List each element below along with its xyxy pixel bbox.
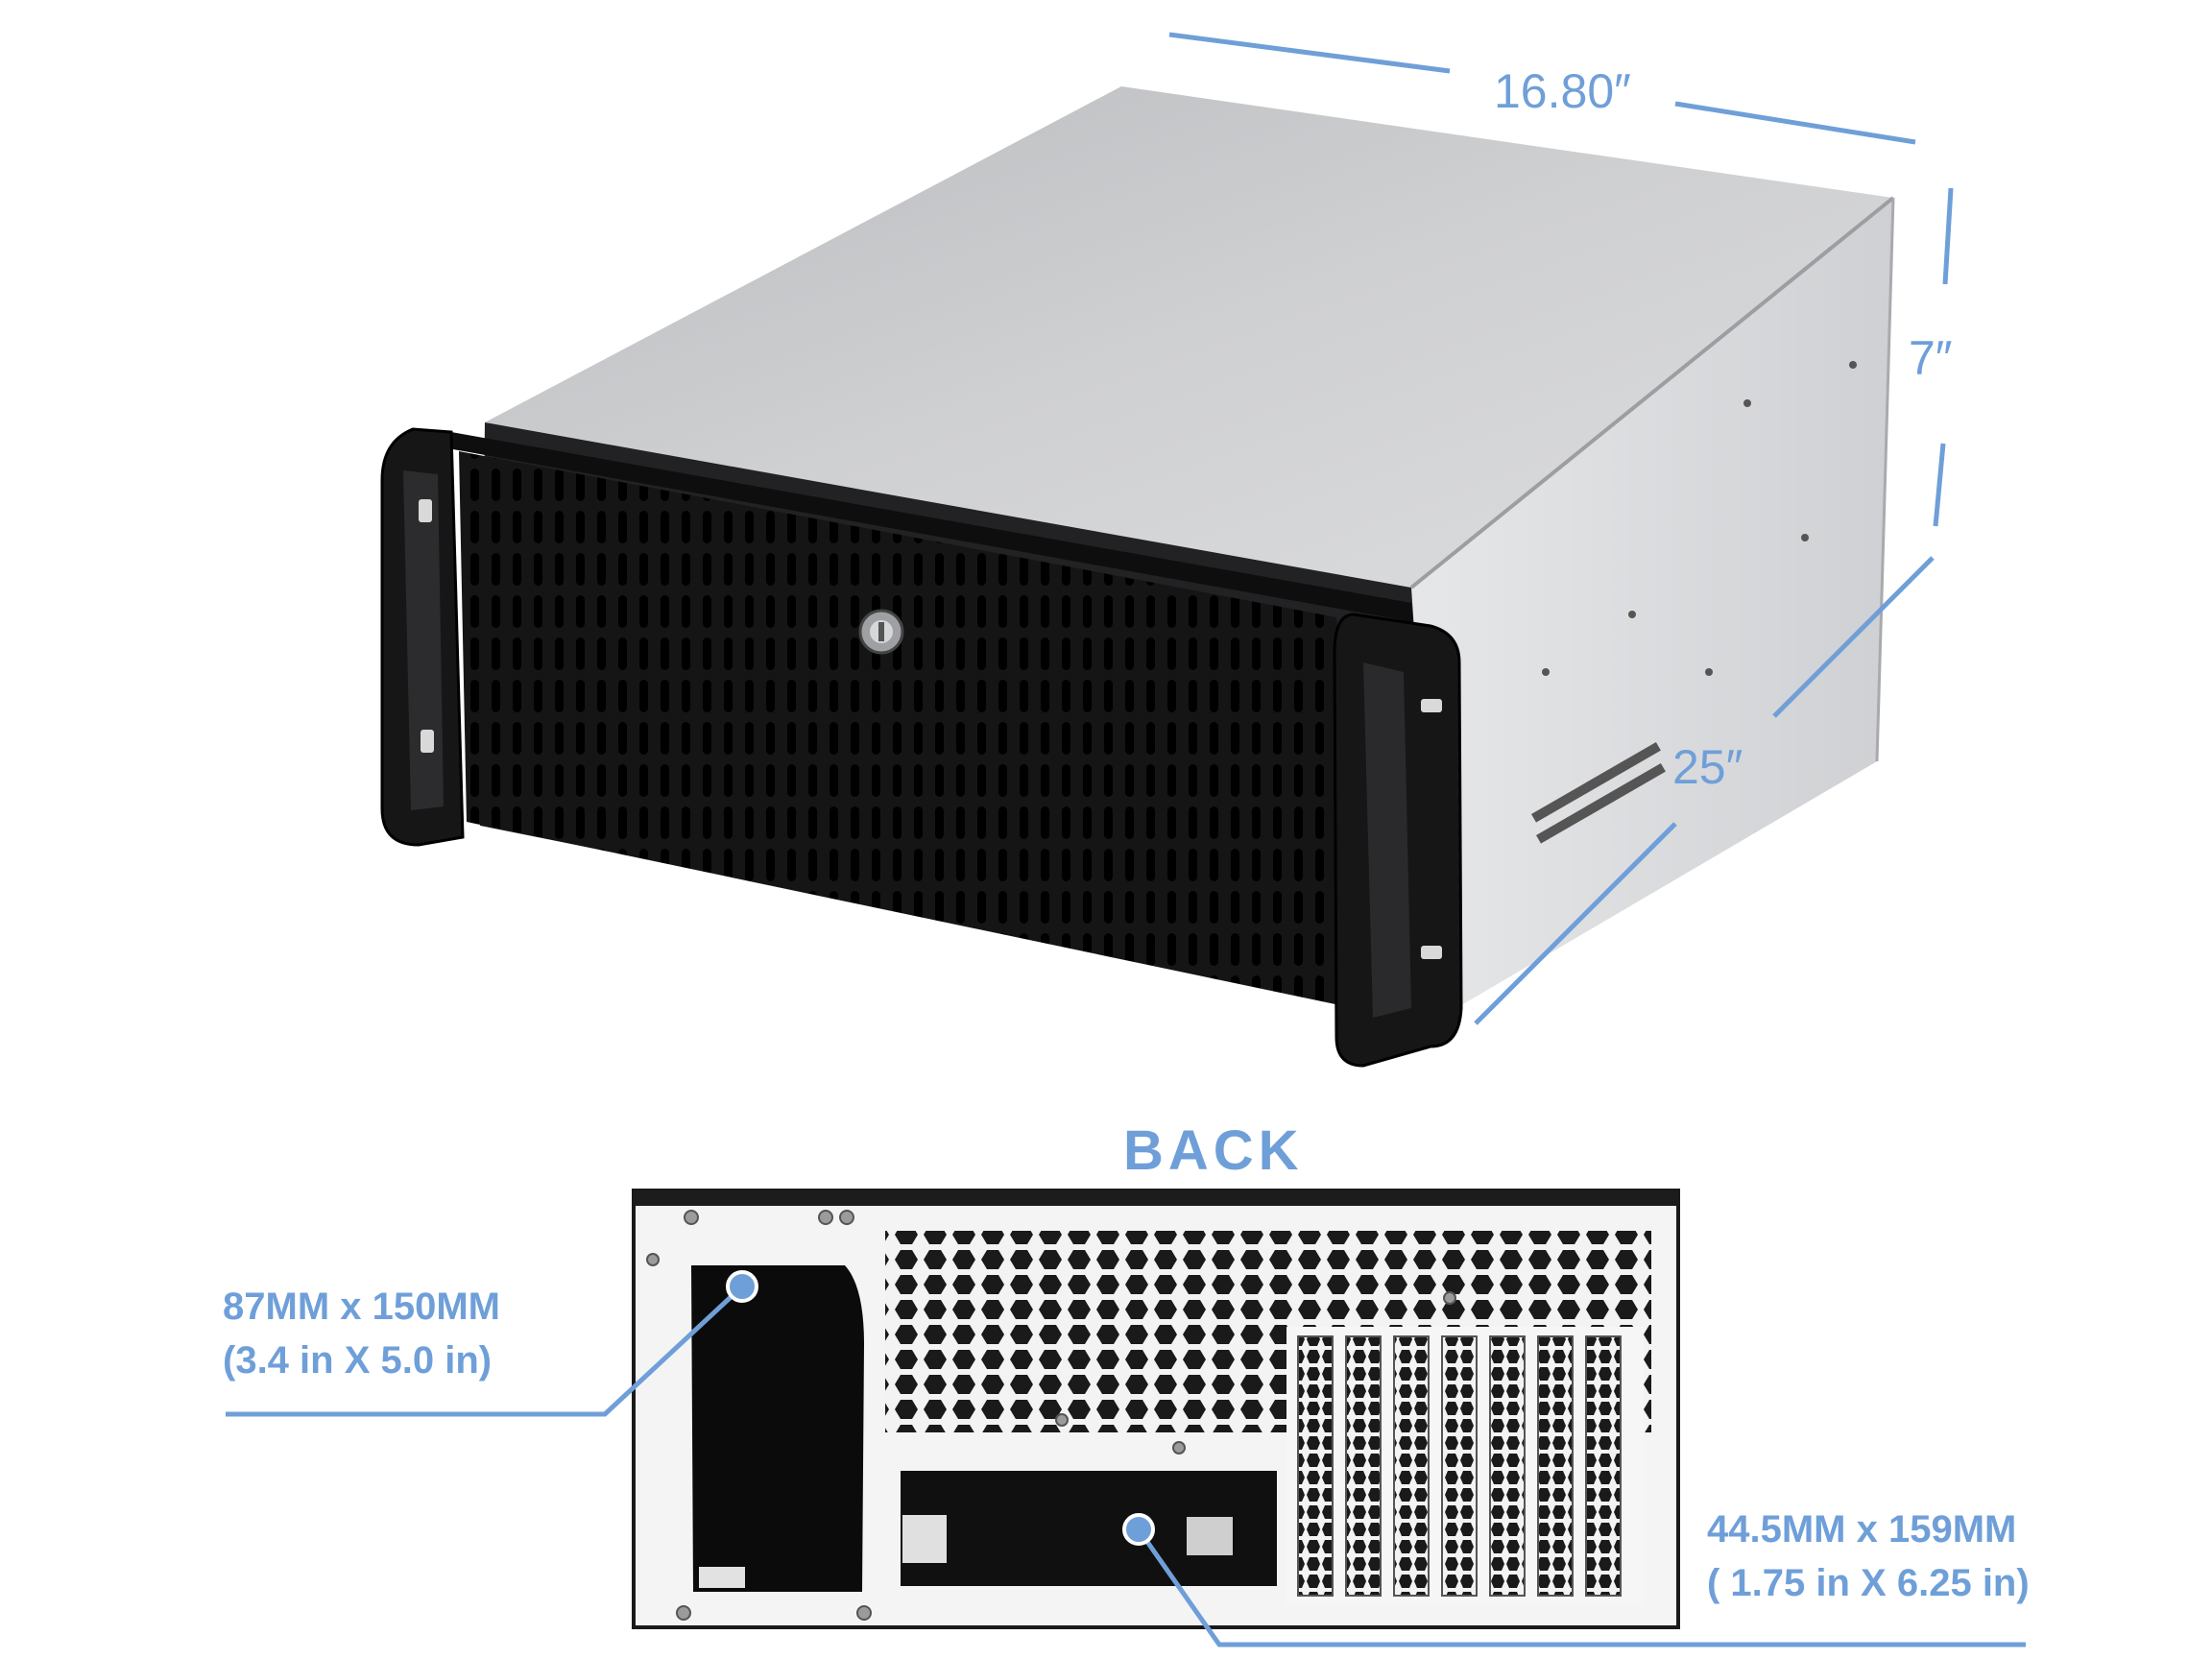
psu-size-in: (3.4 in X 5.0 in) xyxy=(223,1339,493,1382)
dimension-lines xyxy=(1168,32,1954,1025)
slot-callout-dot xyxy=(1122,1513,1155,1546)
expansion-slots xyxy=(1297,1335,1622,1597)
key-lock-icon xyxy=(858,609,904,655)
width-line-left xyxy=(1168,32,1451,74)
psu-opening xyxy=(691,1265,864,1592)
depth-line-bottom xyxy=(1474,822,1677,1025)
left-rack-handle xyxy=(380,427,465,847)
height-line-top xyxy=(1942,187,1954,285)
slot-callout-line xyxy=(1136,1527,2026,1647)
callout-lines xyxy=(226,1285,2026,1647)
slot-size-in: ( 1.75 in X 6.25 in) xyxy=(1707,1562,2030,1604)
width-line-right xyxy=(1674,101,1916,145)
chassis-side-panel xyxy=(1411,198,1893,1018)
psu-size-mm: 87MM x 150MM xyxy=(223,1286,500,1328)
depth-dimension-label: 25″ xyxy=(1672,740,1743,794)
width-dimension-label: 16.80″ xyxy=(1494,64,1631,118)
psu-callout-dot xyxy=(726,1270,758,1303)
right-rack-handle xyxy=(1333,613,1463,1068)
back-view-title: BACK xyxy=(1123,1119,1304,1182)
slot-size-callout: 44.5MM x 159MM ( 1.75 in X 6.25 in) xyxy=(1707,1503,2030,1610)
height-dimension-label: 7″ xyxy=(1909,331,1953,385)
slot-size-mm: 44.5MM x 159MM xyxy=(1707,1508,2017,1551)
callout-dots xyxy=(726,1270,1155,1546)
side-panel-vents xyxy=(1530,361,1857,844)
psu-size-callout: 87MM x 150MM (3.4 in X 5.0 in) xyxy=(223,1280,500,1387)
chassis-top-cover xyxy=(485,86,1893,588)
psu-callout-line xyxy=(226,1285,744,1417)
front-vent-grille xyxy=(459,451,1354,1008)
depth-line-top xyxy=(1772,556,1935,718)
height-line-bottom xyxy=(1933,443,1946,527)
back-panel-view xyxy=(632,1189,1680,1629)
chassis-3d-view xyxy=(380,86,1895,1068)
